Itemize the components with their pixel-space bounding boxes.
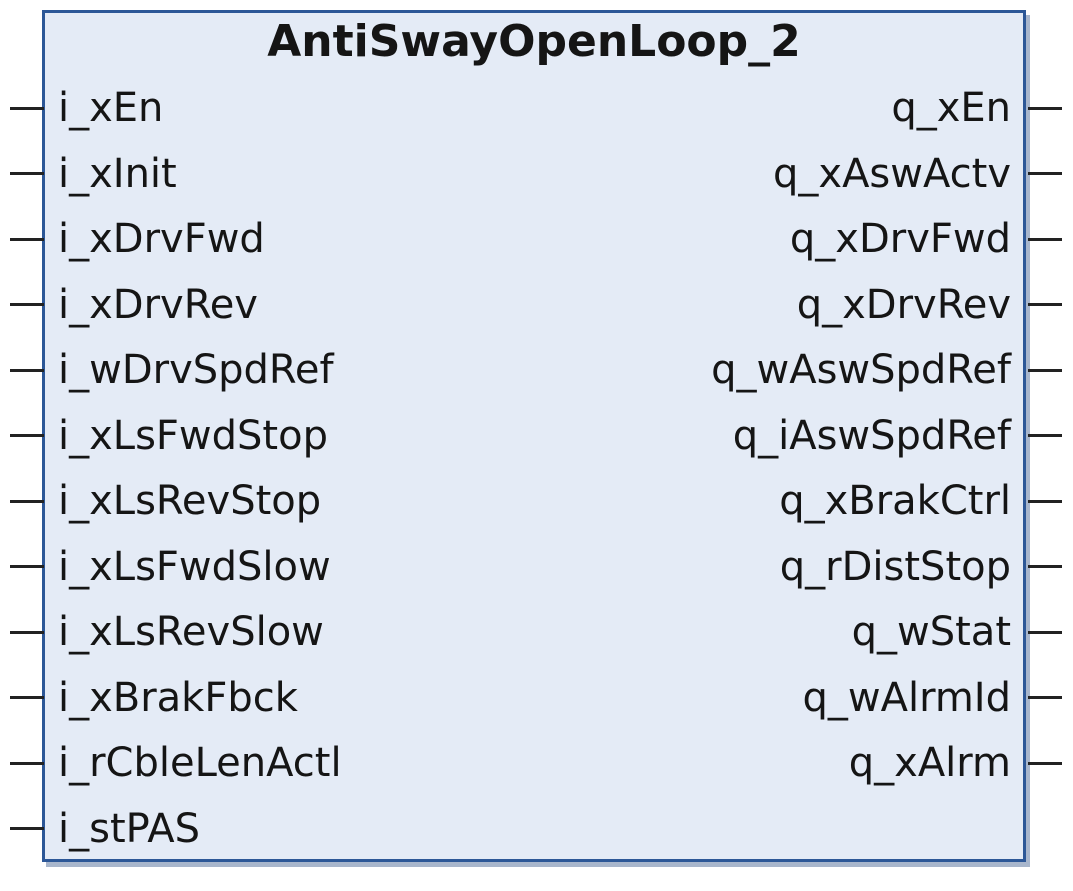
input-pin-label: i_stPAS <box>58 805 200 852</box>
input-pin-label: i_xInit <box>58 150 177 197</box>
input-pin-line[interactable] <box>10 499 44 503</box>
input-pin-label: i_xLsFwdStop <box>58 412 328 459</box>
output-pin-label: q_wAswSpdRef <box>711 347 1011 393</box>
input-pin-label: i_rCbleLenActl <box>58 740 342 786</box>
input-pin-line[interactable] <box>10 827 44 830</box>
output-pin-line[interactable] <box>1028 106 1062 110</box>
input-pin-label: i_xBrakFbck <box>58 674 298 721</box>
output-pin-label: q_wAlrmId <box>802 674 1011 721</box>
output-pin-label: q_xEn <box>891 85 1011 131</box>
output-pin-line[interactable] <box>1028 303 1062 306</box>
output-pin-label: q_xBrakCtrl <box>779 478 1011 524</box>
output-pin-label: q_wStat <box>851 609 1011 655</box>
input-pin-line[interactable] <box>10 630 44 634</box>
input-pin-line[interactable] <box>10 696 44 699</box>
function-block-title: AntiSwayOpenLoop_2 <box>267 16 801 67</box>
input-pin-line[interactable] <box>10 237 44 241</box>
output-pin-line[interactable] <box>1028 368 1062 372</box>
input-pin-line[interactable] <box>10 565 44 568</box>
input-pin-line[interactable] <box>10 172 44 175</box>
input-pin-label: i_xLsRevSlow <box>58 609 324 655</box>
input-pin-line[interactable] <box>10 761 44 765</box>
input-pin-label: i_xDrvRev <box>58 281 258 328</box>
output-pin-line[interactable] <box>1028 630 1062 634</box>
output-pin-label: q_xDrvRev <box>796 281 1011 328</box>
input-pin-line[interactable] <box>10 106 44 110</box>
function-block[interactable] <box>42 10 1026 862</box>
input-pin-label: i_xEn <box>58 85 164 131</box>
output-pin-line[interactable] <box>1028 499 1062 503</box>
output-pin-line[interactable] <box>1028 565 1062 568</box>
input-pin-label: i_xLsFwdSlow <box>58 543 331 590</box>
input-pin-line[interactable] <box>10 434 44 437</box>
output-pin-label: q_rDistStop <box>779 543 1011 590</box>
output-pin-line[interactable] <box>1028 172 1062 175</box>
output-pin-line[interactable] <box>1028 434 1062 437</box>
input-pin-label: i_wDrvSpdRef <box>58 347 334 393</box>
input-pin-label: i_xLsRevStop <box>58 478 322 524</box>
input-pin-line[interactable] <box>10 303 44 306</box>
output-pin-label: q_iAswSpdRef <box>732 412 1011 459</box>
output-pin-label: q_xDrvFwd <box>789 216 1011 262</box>
output-pin-line[interactable] <box>1028 237 1062 241</box>
output-pin-label: q_xAswActv <box>773 150 1011 197</box>
output-pin-label: q_xAlrm <box>848 740 1011 786</box>
output-pin-line[interactable] <box>1028 761 1062 765</box>
input-pin-line[interactable] <box>10 368 44 372</box>
output-pin-line[interactable] <box>1028 696 1062 699</box>
input-pin-label: i_xDrvFwd <box>58 216 265 262</box>
